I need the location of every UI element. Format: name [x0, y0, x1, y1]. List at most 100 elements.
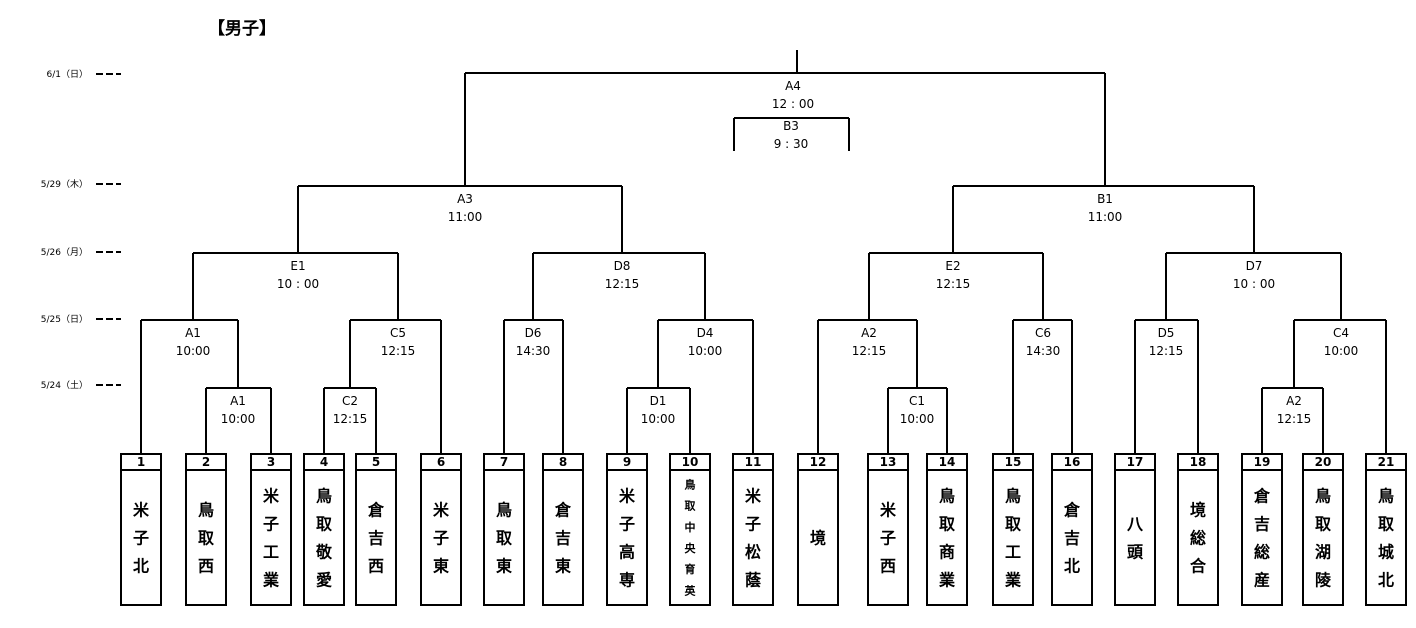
date-label: 6/1（日） [47, 69, 89, 80]
team-name-char: 米 [880, 500, 897, 519]
team-name-char: 吉 [368, 528, 384, 547]
team-name-char: 商 [939, 542, 955, 561]
match-time: 10 : 00 [1233, 277, 1275, 291]
match-court: C2 [342, 394, 358, 408]
team-name-char: 子 [619, 514, 635, 533]
team-number: 3 [267, 455, 275, 469]
team-number: 10 [682, 455, 699, 469]
team-number: 9 [623, 455, 631, 469]
match-court: D1 [650, 394, 667, 408]
team-number: 2 [202, 455, 210, 469]
team-name-char: 取 [1005, 514, 1021, 533]
date-label: 5/26（月） [41, 247, 88, 258]
match-time: 11:00 [448, 210, 483, 224]
team-name-char: 鳥 [198, 500, 214, 519]
team-name-char: 愛 [316, 570, 332, 589]
team-name-char: 倉 [367, 500, 385, 519]
team-name-char: 倉 [1253, 486, 1271, 505]
team-name-char: 取 [198, 528, 214, 547]
team-number: 13 [880, 455, 897, 469]
team-box [1177, 453, 1219, 606]
match-time: 10 : 00 [277, 277, 319, 291]
match-court: D5 [1158, 326, 1175, 340]
team-name-char: 子 [133, 528, 149, 547]
match-time: 12:15 [852, 344, 887, 358]
team-name-char: 取 [685, 500, 696, 513]
match-court: A2 [861, 326, 877, 340]
match-court: B1 [1097, 192, 1113, 206]
team-name-char: 鳥 [316, 486, 332, 505]
team-name-char: 陵 [1315, 570, 1332, 589]
team-number: 12 [810, 455, 827, 469]
team-name-char: 頭 [1127, 542, 1144, 561]
team-name-char: 英 [684, 583, 697, 597]
team-name-char: 北 [133, 556, 149, 575]
team-number: 21 [1378, 455, 1395, 469]
team-box [732, 453, 774, 606]
team-box [542, 453, 584, 606]
match-court: A4 [785, 79, 801, 93]
date-label: 5/29（木） [41, 178, 88, 190]
team-name-char: 子 [263, 514, 279, 533]
team-name-char: 西 [198, 556, 214, 575]
match-time: 11:00 [1088, 210, 1123, 224]
team-name-char: 倉 [1063, 500, 1081, 519]
team-name-char: 専 [619, 570, 635, 589]
team-name-char: 鳥 [496, 500, 512, 519]
team-name-char: 西 [880, 556, 896, 575]
team-name-char: 鳥 [685, 478, 696, 492]
match-time: 10:00 [1324, 344, 1359, 358]
match-time: 12:15 [381, 344, 416, 358]
match-court: D6 [525, 326, 542, 340]
team-number: 4 [320, 455, 328, 469]
team-name-char: 米 [263, 486, 280, 505]
team-name-char: 育 [685, 562, 696, 576]
team-name-char: 工 [1005, 542, 1021, 561]
team-name-char: 吉 [1064, 528, 1080, 547]
match-court: D7 [1246, 259, 1263, 273]
match-time: 12:15 [936, 277, 971, 291]
team-number: 15 [1005, 455, 1022, 469]
team-name-char: 北 [1064, 556, 1080, 575]
team-number: 5 [372, 455, 380, 469]
team-name-char: 西 [368, 556, 384, 575]
team-name-char: 鳥 [1005, 486, 1021, 505]
match-court: E2 [945, 259, 960, 273]
team-name-char: 取 [496, 528, 512, 547]
team-name-char: 取 [939, 514, 955, 533]
team-box [992, 453, 1034, 606]
team-name-char: 米 [619, 486, 636, 505]
match-court: D8 [614, 259, 631, 273]
team-box [420, 453, 462, 606]
match-court: D4 [697, 326, 714, 340]
team-box [926, 453, 968, 606]
match-time: 12 : 00 [772, 97, 814, 111]
team-name-char: 業 [262, 570, 280, 589]
team-name-char: 湖 [1315, 542, 1331, 561]
team-box [669, 453, 711, 606]
team-name-char: 鳥 [939, 486, 955, 505]
team-name-char: 総 [1190, 528, 1206, 547]
team-name-char: 城 [1378, 542, 1394, 561]
team-name-char: 子 [745, 514, 761, 533]
match-court: A1 [230, 394, 246, 408]
match-court: A2 [1286, 394, 1302, 408]
team-name-char: 吉 [555, 528, 571, 547]
team-name-char: 東 [496, 556, 512, 575]
team-number: 17 [1127, 455, 1144, 469]
team-name-char: 倉 [554, 500, 572, 519]
match-time: 9 : 30 [774, 137, 809, 151]
match-court: B3 [783, 119, 799, 133]
team-box [1114, 453, 1156, 606]
match-court: E1 [290, 259, 305, 273]
match-time: 12:15 [1149, 344, 1184, 358]
match-time: 10:00 [641, 412, 676, 426]
team-box [120, 453, 162, 606]
team-name-char: 米 [133, 500, 150, 519]
team-box [1365, 453, 1407, 606]
date-label: 5/25（日） [41, 314, 88, 325]
team-name-char: 業 [938, 570, 956, 589]
team-name-char: 蔭 [745, 570, 762, 589]
team-number: 20 [1315, 455, 1332, 469]
team-box [606, 453, 648, 606]
